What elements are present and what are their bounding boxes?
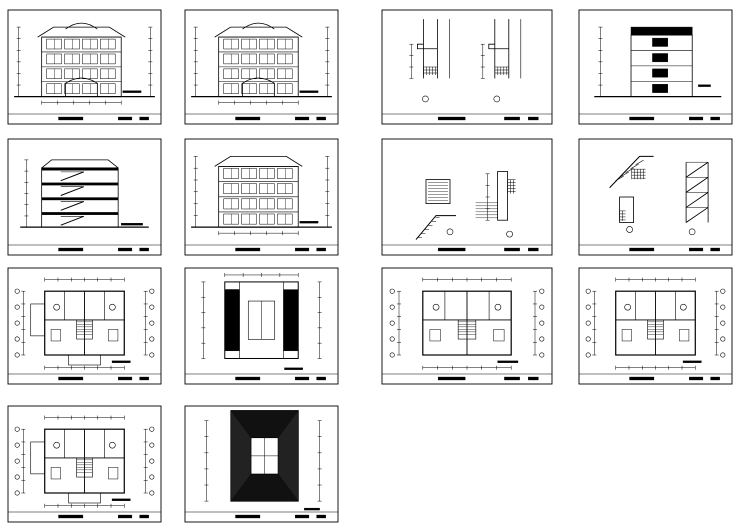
drawing-sheet-side-elevation xyxy=(578,9,733,125)
drawing-sheet-floor-plan-2 xyxy=(381,267,553,385)
drawing-sheet-roof-stair-details xyxy=(578,138,733,256)
drawing-sheet-side-elevation-2 xyxy=(184,138,339,256)
drawing-sheet-stair-details xyxy=(381,138,553,256)
drawing-sheet-roof-plan xyxy=(184,267,339,385)
drawing-sheet-rear-elevation xyxy=(184,9,339,125)
drawing-sheet-floor-plan-4 xyxy=(7,405,162,523)
drawing-sheet-floor-plan-3 xyxy=(578,267,733,385)
drawing-sheet-floor-plan xyxy=(7,267,162,385)
drawing-sheet-wall-details xyxy=(381,9,553,125)
drawing-sheet-roof-plan-2 xyxy=(184,405,339,523)
drawing-sheet-front-elevation xyxy=(7,9,162,125)
drawing-sheet-section-stair xyxy=(7,138,162,256)
